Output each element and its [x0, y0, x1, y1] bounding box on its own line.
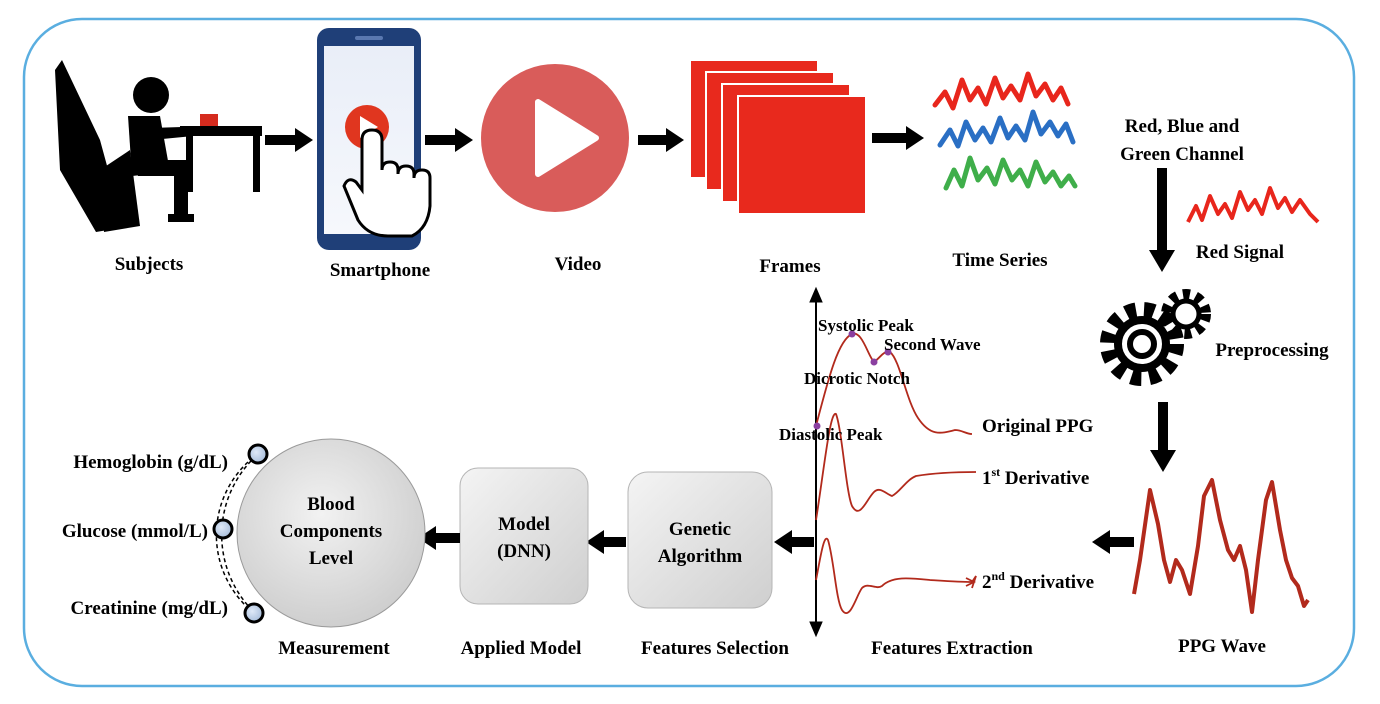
- blood-components-circle: [236, 438, 426, 628]
- ppg-wave-label: PPG Wave: [1178, 636, 1266, 657]
- features-selection-label: Features Selection: [641, 638, 789, 659]
- systolic-peak-label: Systolic Peak: [818, 316, 914, 335]
- video-label: Video: [555, 254, 602, 275]
- model-line1: Model: [498, 514, 550, 535]
- red-channel-signal: [932, 71, 1071, 111]
- model-dnn-box: [459, 467, 589, 605]
- time-series-label: Time Series: [952, 250, 1047, 271]
- green-channel-signal: [943, 155, 1078, 191]
- blood-line1: Blood: [307, 494, 355, 515]
- measurement-label: Measurement: [278, 638, 390, 659]
- arrow-preprocessing-to-ppg: [1150, 402, 1176, 472]
- output-dots: [212, 443, 269, 624]
- glucose-label: Glucose (mmol/L): [62, 521, 208, 542]
- hemoglobin-label: Hemoglobin (g/dL): [73, 452, 228, 473]
- rgb-channel-label-line2: Green Channel: [1120, 144, 1244, 165]
- arrow-model-to-blood: [418, 526, 460, 550]
- gear-icon: [1100, 289, 1211, 386]
- red-signal-label: Red Signal: [1196, 242, 1284, 263]
- arrow-phone-to-video: [425, 128, 473, 152]
- outer-frame: [22, 17, 1356, 688]
- arrow-ppg-to-extraction: [1092, 530, 1134, 554]
- video-icon: [481, 64, 629, 212]
- arrow-frames-to-timeseries: [872, 126, 924, 150]
- genetic-algorithm-box: [627, 471, 773, 609]
- second-wave-label: Second Wave: [884, 335, 981, 354]
- first-derivative-curve: [815, 413, 977, 521]
- genetic-algorithm-line1: Genetic: [669, 519, 731, 540]
- arrow-rgb-to-preprocessing: [1149, 168, 1175, 272]
- blood-line3: Level: [309, 548, 353, 569]
- pointing-hand-icon: [342, 128, 432, 238]
- second-derivative-curve: [815, 537, 973, 614]
- blood-line2: Components: [280, 521, 382, 542]
- vertical-axis: [809, 286, 823, 638]
- second-derivative-label: 2nd Derivative: [982, 569, 1094, 593]
- genetic-algorithm-line2: Algorithm: [658, 546, 743, 567]
- first-derivative-label: 1st Derivative: [982, 465, 1089, 489]
- diastolic-peak-label: Diastolic Peak: [779, 425, 883, 444]
- subjects-label: Subjects: [115, 254, 184, 275]
- original-ppg-label: Original PPG: [982, 416, 1094, 437]
- smartphone-label: Smartphone: [330, 260, 430, 281]
- rgb-channel-label-line1: Red, Blue and: [1125, 116, 1240, 137]
- red-signal-wave: [1186, 186, 1320, 224]
- arrow-subjects-to-phone: [265, 128, 313, 152]
- model-line2: (DNN): [497, 541, 551, 562]
- creatinine-label: Creatinine (mg/dL): [71, 598, 228, 619]
- arrow-video-to-frames: [638, 128, 684, 152]
- frames-label: Frames: [759, 256, 820, 277]
- time-series-signals: [932, 71, 1078, 191]
- features-extraction-label: Features Extraction: [871, 638, 1033, 659]
- blue-channel-signal: [937, 109, 1076, 149]
- arrow-extraction-to-selection: [774, 530, 814, 554]
- preprocessing-label: Preprocessing: [1215, 340, 1329, 361]
- dicrotic-notch-label: Dicrotic Notch: [804, 369, 910, 388]
- seated-person-icon: [55, 60, 262, 232]
- frames-stack: [689, 59, 867, 215]
- ppg-wave-curve: [1132, 478, 1310, 614]
- arrow-selection-to-model: [586, 530, 626, 554]
- applied-model-label: Applied Model: [461, 638, 582, 659]
- ppg-markers: [813, 330, 892, 430]
